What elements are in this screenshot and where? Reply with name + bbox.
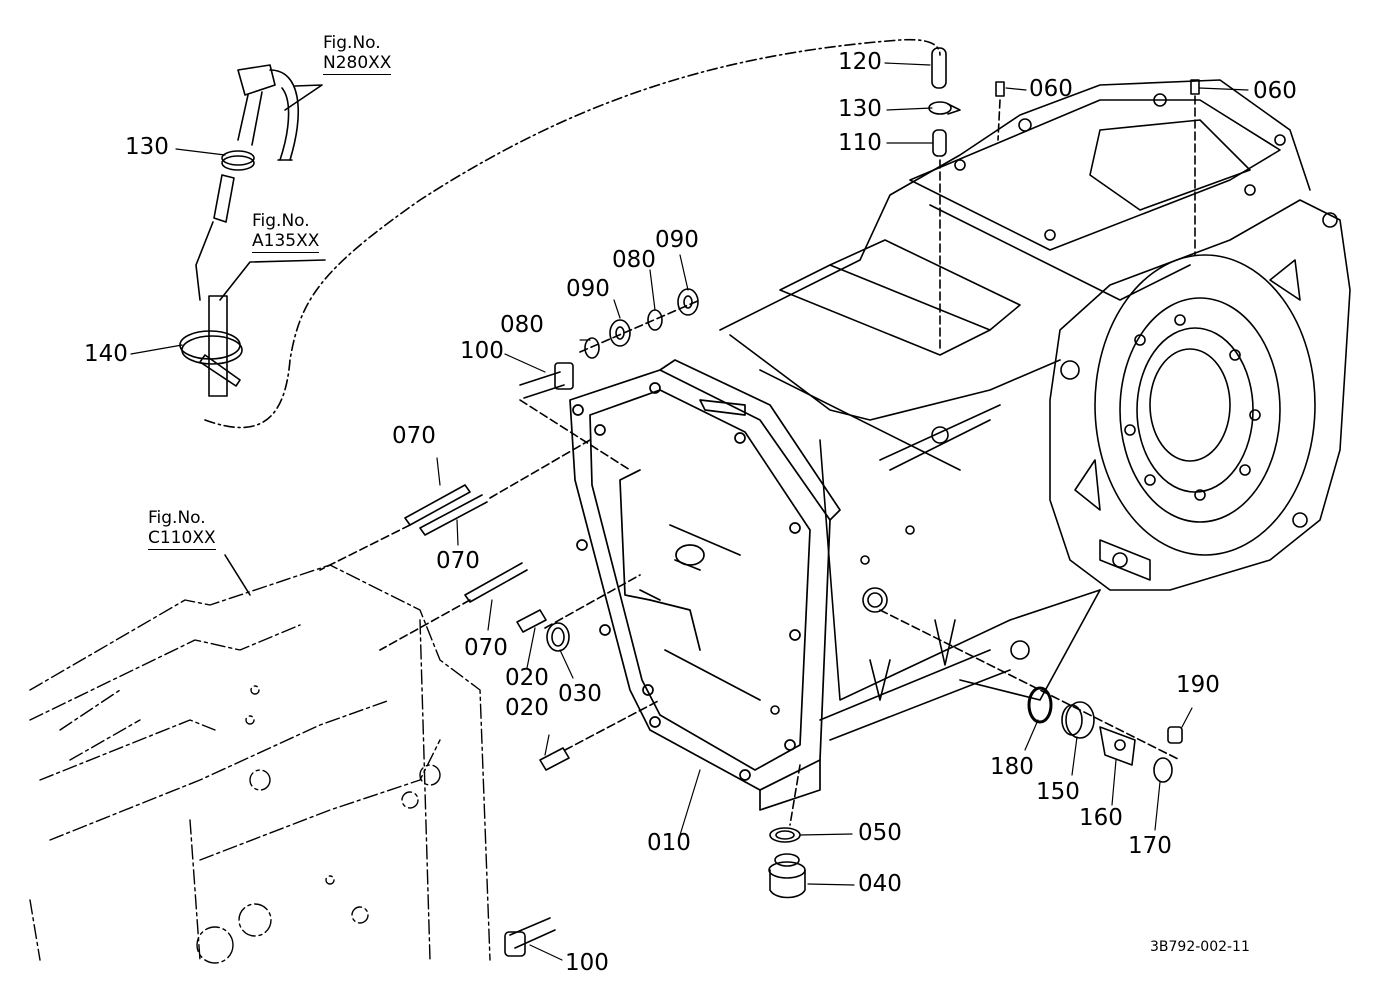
part-label-070-a: 070	[392, 423, 436, 449]
part-label-070-c: 070	[464, 635, 508, 661]
seal-030	[546, 622, 570, 652]
part-label-040: 040	[858, 871, 902, 897]
part-label-100-lower: 100	[565, 950, 609, 976]
leader-c110	[224, 554, 251, 596]
seal-080-lower	[584, 337, 600, 359]
clamp-130-top	[928, 101, 961, 115]
bearing-090-lower	[609, 319, 631, 347]
figure-ref-label: Fig.No.	[252, 211, 310, 231]
figure-ref-code: N280XX	[323, 53, 392, 75]
bolt-100-upper	[519, 362, 574, 399]
clip-170	[1153, 757, 1173, 783]
pipe-110	[932, 129, 947, 157]
plate-160	[1099, 726, 1136, 766]
part-label-060-a: 060	[1029, 76, 1073, 102]
bolt-100-lower	[504, 917, 556, 957]
part-label-050: 050	[858, 820, 902, 846]
part-label-160: 160	[1079, 805, 1123, 831]
axis-right-parts	[879, 609, 1181, 761]
hose-leader-n280	[284, 84, 323, 111]
part-label-120: 120	[838, 49, 882, 75]
oring-180	[1027, 686, 1053, 724]
bolt-190	[1167, 726, 1183, 744]
front-cover-frame-010	[569, 359, 841, 811]
part-label-130-top: 130	[838, 96, 882, 122]
part-label-100-upper: 100	[460, 338, 504, 364]
part-label-090-lower: 090	[566, 276, 610, 302]
part-label-090-upper: 090	[655, 227, 699, 253]
pin-020-b	[539, 747, 570, 771]
figure-ref-label: Fig.No.	[323, 33, 381, 53]
plug-060-b	[1190, 79, 1200, 95]
part-label-020-a: 020	[505, 665, 549, 691]
adjacent-case-c110	[29, 564, 491, 964]
part-label-180: 180	[990, 754, 1034, 780]
pin-020-a	[516, 609, 547, 633]
drain-axis	[789, 764, 801, 826]
stud-070-a	[404, 484, 471, 526]
seal-080-upper	[647, 309, 663, 331]
figure-ref-c110[interactable]: Fig.No. C110XX	[148, 508, 216, 550]
part-label-170: 170	[1128, 833, 1172, 859]
part-label-130-left: 130	[125, 134, 169, 160]
part-label-070-b: 070	[436, 548, 480, 574]
part-label-080-upper: 080	[612, 247, 656, 273]
drawing-number: 3B792-002-11	[1150, 939, 1250, 955]
drain-plug-040	[768, 853, 806, 899]
part-label-060-b: 060	[1253, 78, 1297, 104]
axis-shaft	[519, 299, 701, 471]
assembly-line	[204, 38, 941, 429]
part-label-010: 010	[647, 830, 691, 856]
leader-lines	[130, 62, 1249, 961]
figure-ref-n280[interactable]: Fig.No. N280XX	[323, 33, 392, 75]
axis-studs	[319, 439, 591, 651]
part-label-190: 190	[1176, 672, 1220, 698]
figure-ref-label: Fig.No.	[148, 508, 206, 528]
transmission-housing	[719, 79, 1351, 741]
part-label-030: 030	[558, 681, 602, 707]
hose-leader-a135	[219, 259, 326, 301]
part-label-020-b: 020	[505, 695, 549, 721]
part-label-110: 110	[838, 130, 882, 156]
stud-070-b	[419, 494, 488, 536]
tube-120	[931, 47, 947, 89]
plug-150	[1061, 701, 1095, 739]
part-label-140: 140	[84, 341, 128, 367]
figure-ref-a135[interactable]: Fig.No. A135XX	[252, 211, 320, 253]
part-label-150: 150	[1036, 779, 1080, 805]
figure-ref-code: A135XX	[252, 231, 320, 253]
figure-ref-code: C110XX	[148, 528, 216, 550]
washer-050	[769, 827, 801, 843]
axis-pins	[544, 574, 661, 751]
axis-060-a	[997, 99, 1001, 141]
part-label-080-lower: 080	[500, 312, 544, 338]
plug-060-a	[995, 81, 1005, 97]
